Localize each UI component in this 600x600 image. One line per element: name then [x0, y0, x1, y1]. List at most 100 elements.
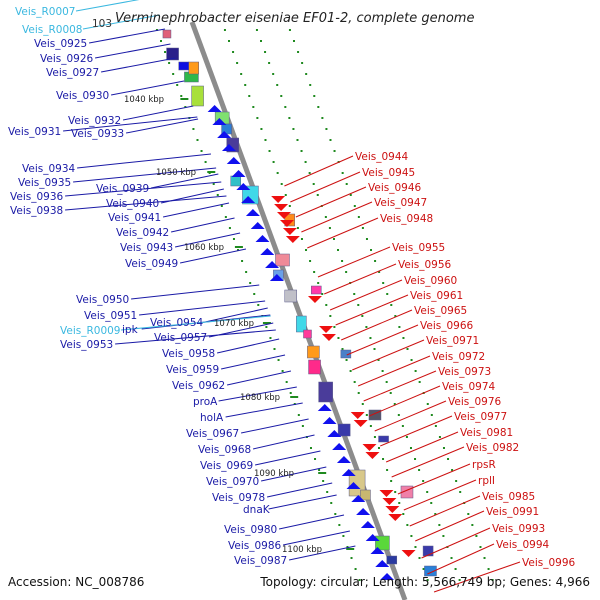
left-label-connector [254, 450, 321, 466]
track-dot [361, 315, 364, 317]
track-dot [418, 381, 421, 383]
track-dot [308, 172, 311, 174]
track-dot [317, 282, 320, 284]
forward-gene-arrow [346, 482, 361, 489]
reverse-gene-arrow [271, 196, 286, 203]
left-label-connector [226, 370, 292, 386]
track-dot [314, 458, 317, 460]
track-dot [378, 271, 381, 273]
right-gene-label: Veis_0948 [380, 213, 433, 225]
left-gene-label: Veis_0933 [71, 128, 124, 140]
track-dot [450, 557, 453, 559]
track-dot [353, 381, 356, 383]
left-gene-label: Veis_0940 [106, 198, 159, 210]
track-dot [245, 271, 248, 273]
track-dot [273, 348, 276, 350]
track-dot [382, 458, 385, 460]
left-gene-label: Veis_0970 [206, 476, 259, 488]
track-dot [430, 502, 433, 504]
right-label-connector [409, 495, 481, 527]
forward-gene-arrow [351, 495, 366, 502]
track-dot [341, 348, 344, 350]
track-dot [346, 546, 349, 548]
gene-block [368, 409, 382, 421]
right-label-connector [317, 246, 391, 278]
track-dot [398, 502, 401, 504]
gene-block [166, 47, 179, 61]
gene-block [424, 565, 437, 577]
gene-block [422, 545, 434, 557]
track-dot [332, 238, 335, 240]
track-dot [324, 216, 327, 218]
left-gene-label: Veis_0934 [22, 163, 76, 175]
track-dot [418, 557, 421, 559]
left-gene-label: Veis_R0009 [60, 325, 120, 337]
track-dot [296, 227, 299, 229]
track-dot [255, 29, 258, 31]
right-label-connector [397, 463, 471, 495]
forward-gene-arrow [341, 469, 356, 476]
forward-gene-arrow [241, 196, 256, 203]
forward-gene-arrow [317, 404, 332, 411]
right-label-connector [346, 324, 419, 356]
left-label-connector [73, 167, 217, 183]
track-dot [479, 546, 482, 548]
left-label-connector [162, 202, 230, 218]
track-dot [256, 117, 259, 119]
right-gene-label: Veis_0946 [368, 182, 422, 194]
track-dot [232, 51, 235, 53]
gene-block [178, 61, 189, 71]
track-dot [280, 95, 283, 97]
track-dot [325, 128, 328, 130]
track-dot [373, 436, 376, 438]
reverse-gene-arrow [321, 334, 336, 341]
track-dot [345, 183, 348, 185]
track-dot [386, 469, 389, 471]
right-label-connector [295, 186, 367, 218]
left-label-connector [101, 57, 176, 73]
track-dot [341, 172, 344, 174]
right-gene-label: Veis_0974 [442, 381, 496, 393]
forward-gene-arrow [245, 209, 260, 216]
track-dot [475, 535, 478, 537]
track-dot [322, 480, 325, 482]
right-gene-label: Veis_0947 [374, 197, 427, 209]
track-dot [260, 40, 263, 42]
right-label-connector [433, 561, 521, 593]
right-gene-label: Veis_0994 [496, 539, 550, 551]
track-dot [333, 326, 336, 328]
reverse-gene-arrow [279, 220, 294, 227]
track-dot [249, 282, 252, 284]
track-dot [349, 370, 352, 372]
track-dot [434, 425, 437, 427]
right-gene-label: Veis_0982 [466, 442, 519, 454]
right-label-connector [391, 446, 465, 478]
right-label-connector [385, 431, 459, 463]
accession-text: Accession: NC_008786 [8, 575, 144, 589]
track-dot [241, 260, 244, 262]
track-dot [430, 414, 433, 416]
track-dot [296, 139, 299, 141]
left-label-connector [282, 530, 350, 546]
left-gene-label: Veis_0959 [166, 364, 219, 376]
left-gene-label: Veis_R0008 [22, 24, 82, 36]
left-label-connector [150, 173, 219, 189]
track-dot [345, 359, 348, 361]
right-gene-label: Veis_0973 [438, 366, 491, 378]
right-gene-label: Veis_0991 [486, 506, 539, 518]
left-label-connector [95, 43, 171, 59]
track-dot [422, 568, 425, 570]
track-dot [377, 359, 380, 361]
track-dot [401, 425, 404, 427]
track-dot [172, 73, 175, 75]
track-dot [248, 95, 251, 97]
reverse-gene-arrow [282, 228, 297, 235]
left-label-connector [123, 105, 194, 121]
right-gene-label: Veis_0971 [426, 335, 479, 347]
right-label-connector [368, 385, 441, 417]
scale-label: 1100 kbp [282, 545, 322, 555]
left-label-connector [111, 80, 185, 96]
reverse-gene-arrow [379, 490, 394, 497]
gene-block [311, 285, 322, 295]
